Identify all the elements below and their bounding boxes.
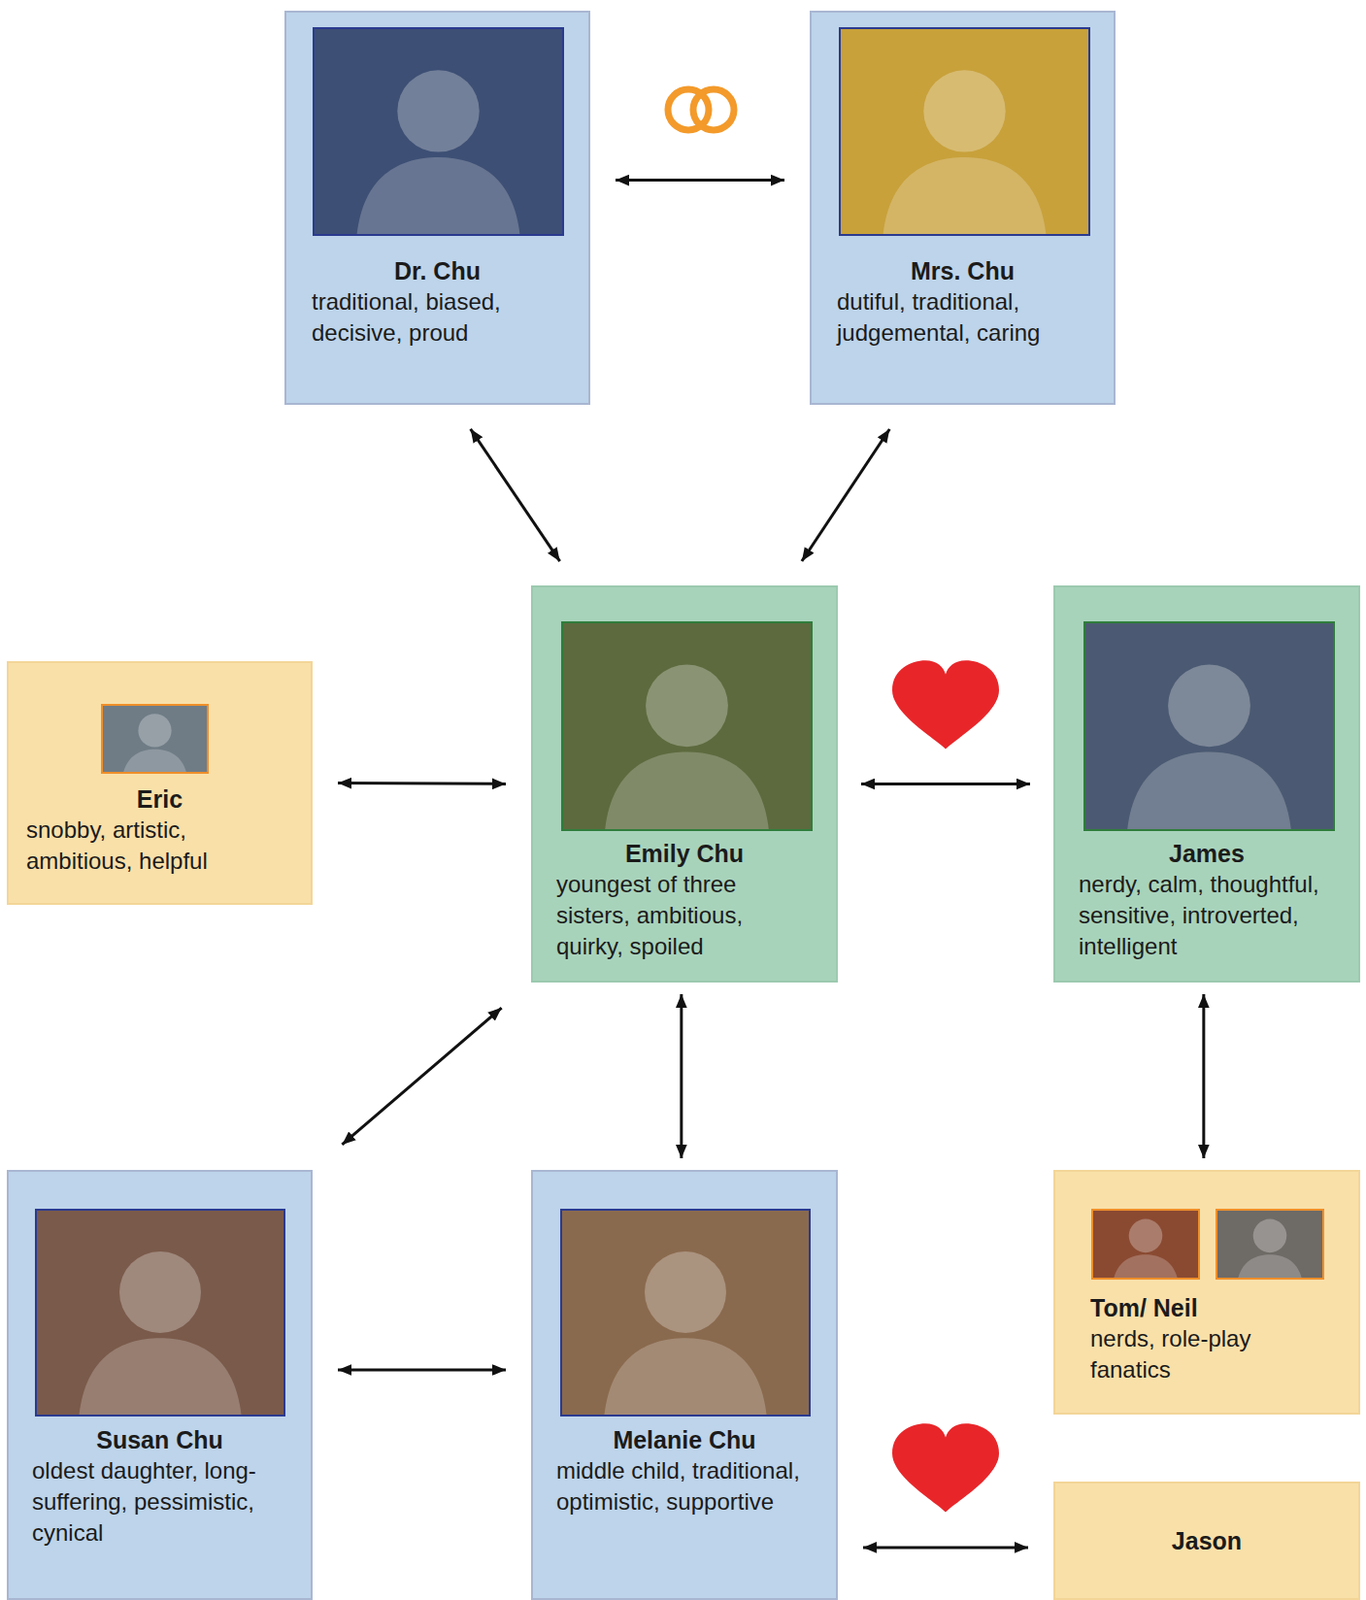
relation-arrow bbox=[1201, 994, 1205, 1159]
person-silhouette bbox=[1093, 1210, 1199, 1278]
character-traits: nerds, role-play fanatics bbox=[1090, 1323, 1324, 1386]
character-box: Dr. Chutraditional, biased, decisive, pr… bbox=[284, 10, 591, 405]
relation-arrow bbox=[337, 781, 506, 786]
relation-arrow bbox=[470, 429, 561, 562]
person-silhouette bbox=[36, 1210, 284, 1415]
relation-arrow bbox=[337, 1367, 506, 1371]
photo-placeholder bbox=[34, 1208, 286, 1417]
character-traits: oldest daughter, long-suffering, pessimi… bbox=[32, 1455, 288, 1549]
silhouette-head bbox=[119, 1251, 201, 1333]
relation-arrow bbox=[801, 429, 890, 562]
character-name: James bbox=[1078, 837, 1335, 869]
photo-placeholder bbox=[1083, 621, 1335, 832]
photo-placeholder bbox=[312, 27, 565, 236]
relation-arrow bbox=[679, 994, 683, 1159]
silhouette-head bbox=[1167, 664, 1251, 747]
person-silhouette bbox=[102, 705, 207, 772]
silhouette-head bbox=[1253, 1219, 1288, 1254]
character-name: Eric bbox=[26, 783, 294, 815]
silhouette-body bbox=[882, 157, 1047, 234]
character-box: Mrs. Chudutiful, traditional, judgementa… bbox=[809, 10, 1116, 405]
silhouette-body bbox=[1235, 1254, 1303, 1278]
silhouette-body bbox=[121, 749, 188, 772]
relation-arrow bbox=[861, 782, 1031, 786]
silhouette-body bbox=[1127, 752, 1293, 831]
silhouette-body bbox=[603, 1337, 767, 1415]
character-box: Jason bbox=[1053, 1481, 1361, 1600]
silhouette-body bbox=[78, 1337, 242, 1415]
person-silhouette bbox=[1217, 1210, 1323, 1278]
silhouette-head bbox=[1129, 1219, 1164, 1254]
character-traits: snobby, artistic, ambitious, helpful bbox=[26, 814, 294, 877]
character-name: Susan Chu bbox=[32, 1424, 288, 1456]
person-silhouette bbox=[1085, 623, 1333, 830]
silhouette-head bbox=[137, 713, 171, 747]
photo-placeholder bbox=[100, 703, 209, 774]
person-silhouette bbox=[562, 1210, 809, 1415]
heart-symbol bbox=[892, 1423, 1000, 1512]
character-name: Dr. Chu bbox=[311, 255, 564, 287]
character-name: Tom/ Neil bbox=[1090, 1292, 1324, 1324]
photo-placeholder bbox=[1215, 1208, 1325, 1280]
person-silhouette bbox=[314, 29, 563, 234]
heart-symbol bbox=[892, 660, 1000, 749]
silhouette-head bbox=[923, 69, 1005, 152]
character-name: Emily Chu bbox=[556, 837, 813, 869]
character-box: Jamesnerdy, calm, thoughtful, sensitive,… bbox=[1053, 585, 1361, 983]
photo-placeholder bbox=[1091, 1208, 1200, 1280]
silhouette-body bbox=[1111, 1254, 1179, 1278]
silhouette-head bbox=[645, 664, 729, 747]
relation-arrow bbox=[615, 178, 785, 182]
character-traits: dutiful, traditional, judgemental, carin… bbox=[836, 286, 1089, 349]
silhouette-body bbox=[604, 752, 770, 831]
character-name: Mrs. Chu bbox=[836, 255, 1089, 287]
ring bbox=[693, 89, 734, 131]
character-box: Melanie Chumiddle child, traditional, op… bbox=[531, 1169, 838, 1600]
character-traits: nerdy, calm, thoughtful, sensitive, intr… bbox=[1078, 868, 1335, 963]
photo-placeholder bbox=[838, 27, 1091, 236]
character-box: Emily Chuyoungest of three sisters, ambi… bbox=[531, 585, 838, 983]
photo-placeholder bbox=[561, 621, 813, 832]
character-traits: youngest of three sisters, ambitious, qu… bbox=[556, 868, 813, 963]
character-box: Tom/ Neilnerds, role-play fanatics bbox=[1053, 1169, 1361, 1415]
wedding-rings bbox=[667, 89, 734, 131]
silhouette-head bbox=[644, 1251, 727, 1333]
character-traits: middle child, traditional, optimistic, s… bbox=[556, 1455, 813, 1518]
character-box: Ericsnobby, artistic, ambitious, helpful bbox=[6, 661, 313, 905]
character-name: Jason bbox=[1078, 1525, 1335, 1557]
character-name: Melanie Chu bbox=[556, 1424, 813, 1456]
person-silhouette bbox=[840, 29, 1089, 234]
relation-arrow bbox=[341, 1007, 501, 1145]
silhouette-body bbox=[356, 157, 521, 234]
character-box: Susan Chuoldest daughter, long-suffering… bbox=[6, 1169, 313, 1600]
person-silhouette bbox=[563, 623, 811, 830]
silhouette-head bbox=[397, 69, 479, 152]
character-traits: traditional, biased, decisive, proud bbox=[311, 286, 564, 349]
photo-placeholder bbox=[560, 1208, 811, 1417]
relation-arrow bbox=[863, 1545, 1029, 1549]
